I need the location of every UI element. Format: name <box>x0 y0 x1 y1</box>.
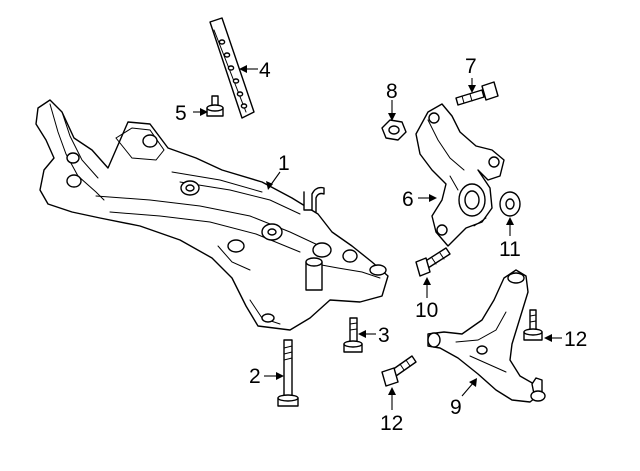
bolt-12-left <box>381 355 417 387</box>
callout-9: 9 <box>450 396 462 419</box>
callout-1: 1 <box>278 152 290 175</box>
callout-11: 11 <box>499 238 521 261</box>
callout-4: 4 <box>259 59 271 82</box>
callout-12-right: 12 <box>564 328 587 351</box>
bolt-12-right <box>523 309 543 341</box>
nut-8 <box>381 119 407 141</box>
bolt-2 <box>277 339 299 407</box>
reinforcement-plate <box>209 17 255 119</box>
callout-7: 7 <box>465 55 477 78</box>
bolt-10 <box>415 247 451 277</box>
bolt-7 <box>455 81 499 106</box>
bolt-3 <box>343 317 363 353</box>
steering-knuckle <box>415 103 505 247</box>
callout-2: 2 <box>249 365 261 388</box>
callout-5: 5 <box>175 102 187 125</box>
callout-8: 8 <box>386 80 398 103</box>
callout-3: 3 <box>378 324 390 347</box>
callout-labels: 1 2 3 4 5 6 7 8 9 10 11 12 12 <box>175 55 587 435</box>
crossmember-subframe <box>35 99 389 331</box>
callout-12-left: 12 <box>380 412 403 435</box>
bolt-5 <box>206 95 224 117</box>
lower-control-arm <box>427 269 546 403</box>
bushing-11 <box>499 191 521 217</box>
leaders <box>193 65 562 410</box>
callout-6: 6 <box>402 188 414 211</box>
callout-10: 10 <box>415 299 438 322</box>
